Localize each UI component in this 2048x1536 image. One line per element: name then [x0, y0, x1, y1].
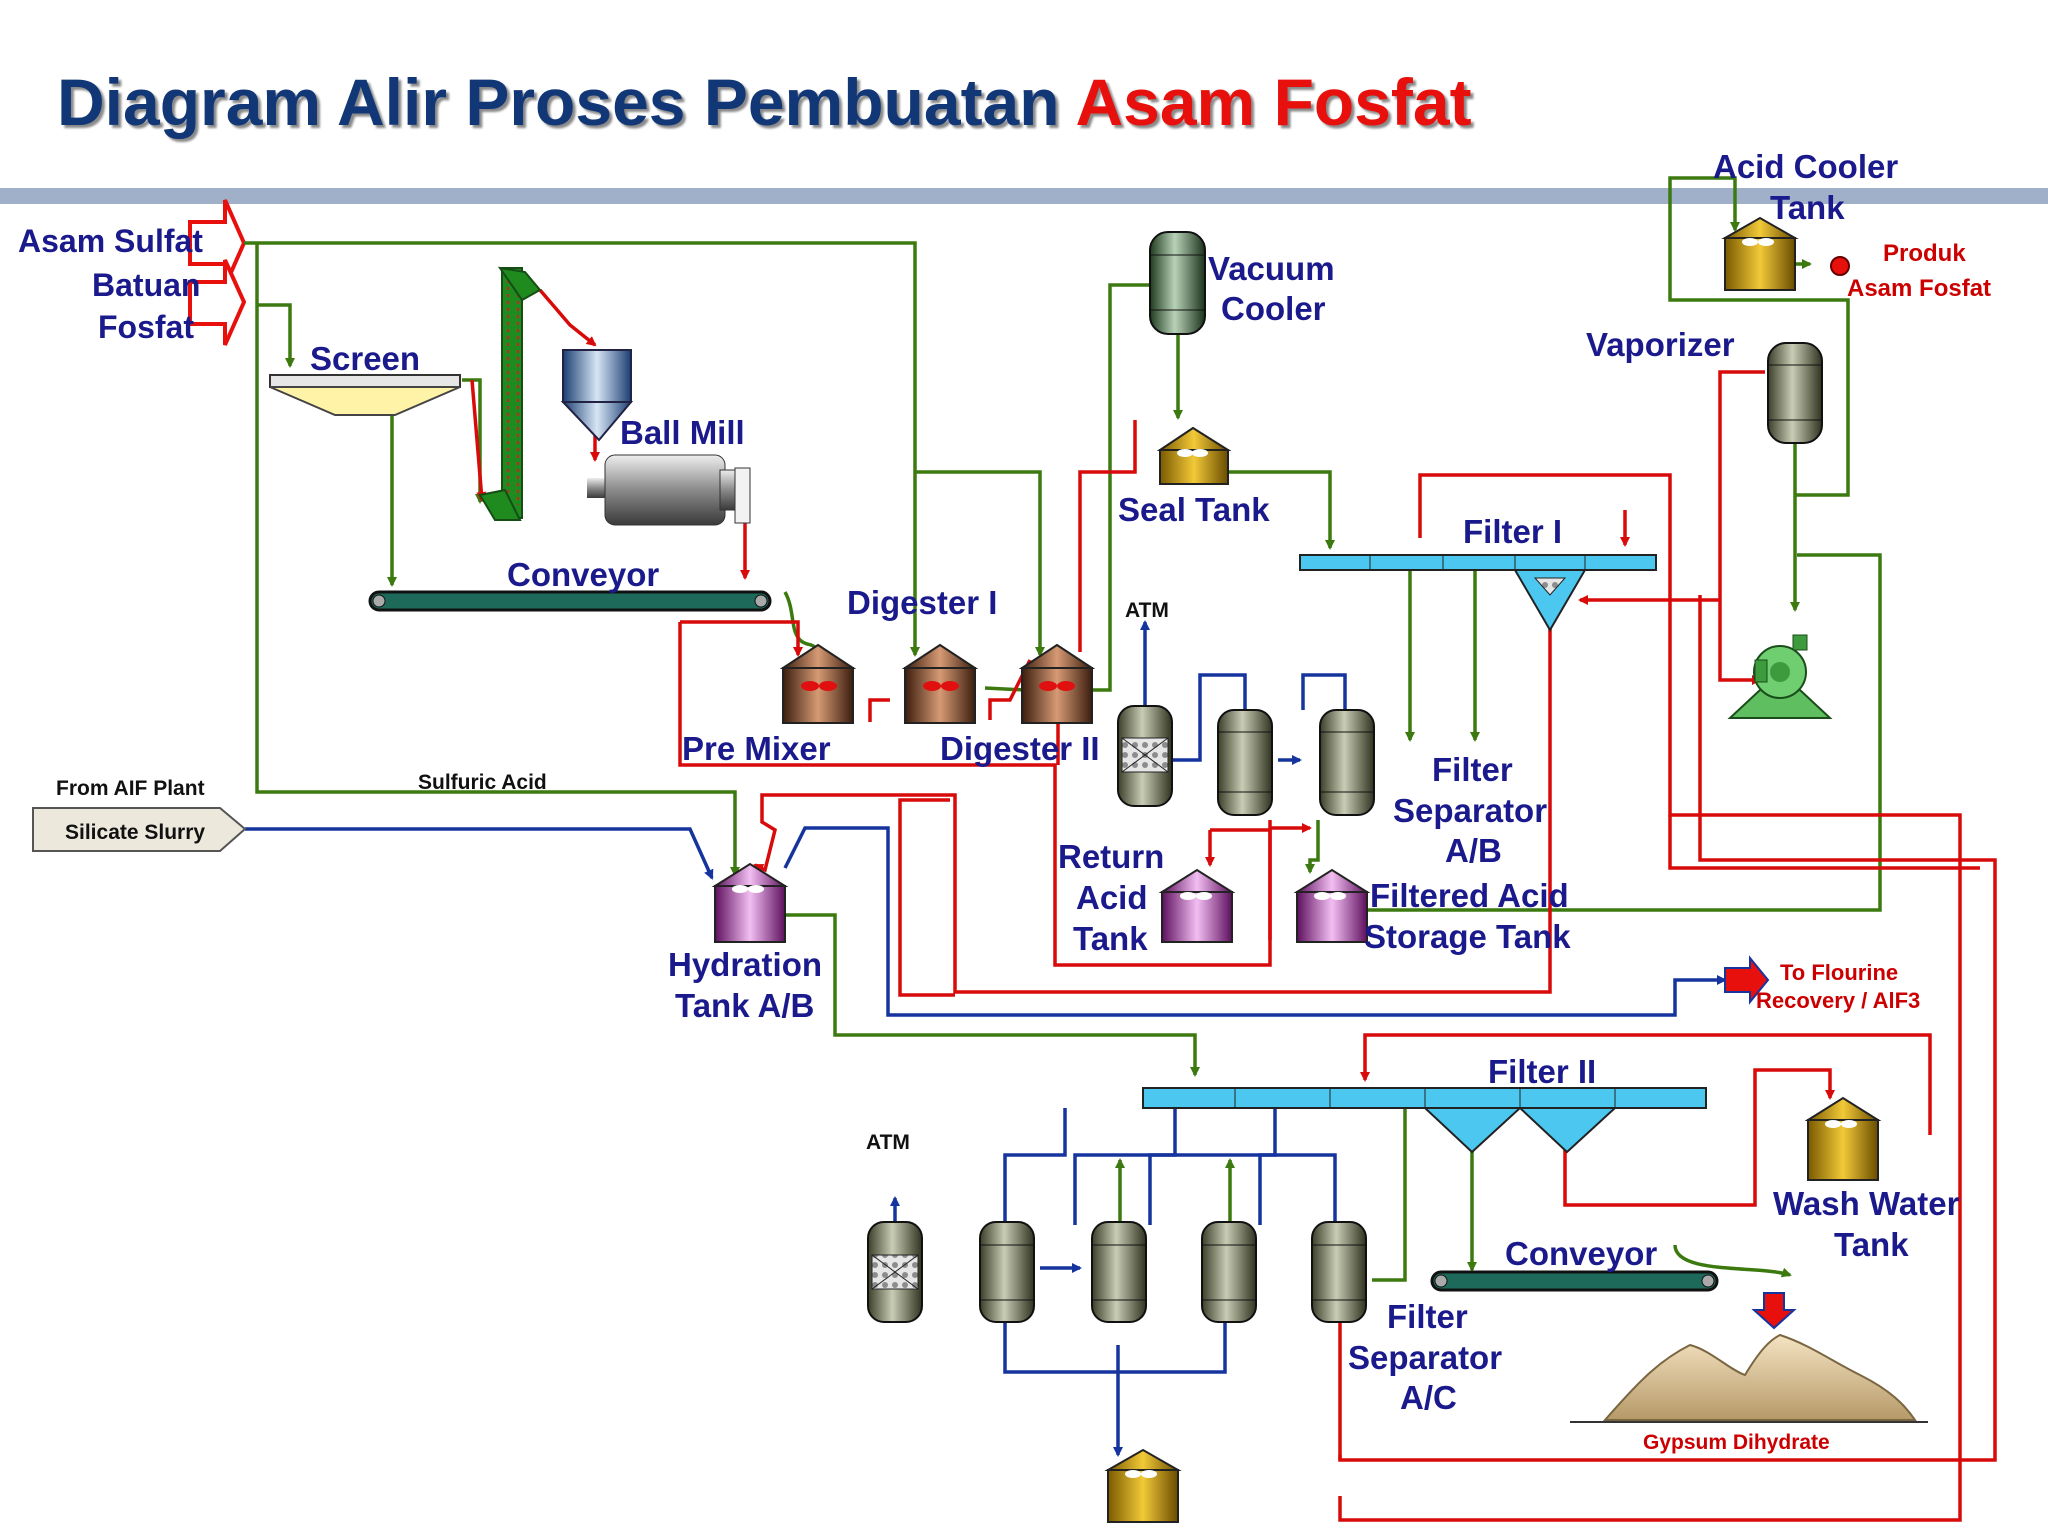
label-fosfat: Fosfat [98, 309, 194, 345]
scrubber-atm-top [1117, 705, 1173, 807]
filtered-acid-storage-tank-vessel [1293, 868, 1371, 943]
filter-1-belt [1299, 554, 1657, 632]
label-seal-tank: Seal Tank [1118, 491, 1270, 528]
label-hydration-2: Tank A/B [675, 987, 814, 1024]
label-filtered-acid-2: Storage Tank [1364, 918, 1571, 955]
filter-2-belt [1142, 1087, 1707, 1154]
label-batuan: Batuan [92, 267, 200, 303]
label-filter-sep-ac-3: A/C [1400, 1379, 1457, 1416]
separator-vessel-6 [1311, 1221, 1367, 1323]
label-flourine-2: Recovery / AlF3 [1756, 988, 1920, 1013]
label-wash-water-2: Tank [1834, 1226, 1909, 1263]
bottom-collector-tank [1104, 1448, 1182, 1523]
scrubber-atm-bottom [867, 1221, 923, 1323]
separator-vessel-2 [1319, 709, 1375, 816]
label-from-aif: From AIF Plant [56, 777, 205, 800]
page-title: Diagram Alir Proses Pembuatan Asam Fosfa… [57, 64, 1472, 140]
silicate-slurry-inlet-arrow [32, 807, 247, 852]
pre-mixer-vessel [779, 643, 857, 724]
title-highlight: Asam Fosfat [1075, 65, 1472, 139]
label-acid-cooler-1: Acid Cooler [1713, 148, 1898, 185]
label-filter-1: Filter I [1463, 513, 1562, 550]
label-digester-1: Digester I [847, 584, 997, 621]
seal-tank-vessel [1156, 426, 1232, 485]
label-filter-sep-ab-1: Filter [1432, 751, 1513, 788]
vacuum-cooler-vessel [1149, 231, 1206, 335]
label-acid-cooler-2: Tank [1770, 189, 1845, 226]
label-filter-sep-ac-1: Filter [1387, 1298, 1468, 1335]
ball-mill-hopper [560, 349, 634, 442]
label-return-acid-3: Tank [1073, 920, 1148, 957]
ball-mill [587, 454, 751, 526]
produk-outlet-dot [1830, 256, 1850, 276]
separator-vessel-1 [1217, 709, 1273, 816]
batuan-fosfat-inlet-arrow [188, 259, 247, 346]
gypsum-drop-arrow [1751, 1292, 1797, 1330]
label-conveyor-top: Conveyor [507, 556, 659, 593]
label-conveyor-bottom: Conveyor [1505, 1235, 1657, 1272]
separator-vessel-3 [979, 1221, 1035, 1323]
title-main: Diagram Alir Proses Pembuatan [57, 65, 1076, 139]
label-hydration-1: Hydration [668, 946, 822, 983]
label-gypsum: Gypsum Dihydrate [1643, 1431, 1830, 1454]
digester-2-vessel [1018, 643, 1096, 724]
red-process-lines [470, 288, 1997, 1522]
label-filter-sep-ab-2: Separator [1393, 792, 1547, 829]
label-screen: Screen [310, 340, 420, 377]
label-return-acid-2: Acid [1076, 879, 1148, 916]
label-silicate-slurry: Silicate Slurry [65, 821, 205, 844]
label-vacuum-cooler-1: Vacuum [1208, 250, 1335, 287]
vaporizer-vessel [1767, 342, 1823, 444]
separator-vessel-4 [1091, 1221, 1147, 1323]
gypsum-pile [1570, 1333, 1928, 1423]
label-filter-2: Filter II [1488, 1053, 1596, 1090]
label-vaporizer: Vaporizer [1586, 326, 1735, 363]
green-process-lines [244, 176, 1882, 1282]
label-sulfuric-acid: Sulfuric Acid [418, 771, 547, 794]
label-digester-2: Digester II [940, 730, 1100, 767]
title-divider [0, 188, 2048, 204]
wash-water-tank-vessel [1804, 1096, 1882, 1181]
pump [1727, 634, 1833, 719]
digester-1-vessel [901, 643, 979, 724]
label-wash-water-1: Wash Water [1773, 1185, 1960, 1222]
acid-cooler-tank-vessel [1721, 216, 1799, 291]
label-atm-bottom: ATM [866, 1131, 910, 1154]
label-filtered-acid-1: Filtered Acid [1370, 877, 1569, 914]
label-filter-sep-ab-3: A/B [1445, 832, 1502, 869]
label-vacuum-cooler-2: Cooler [1221, 290, 1326, 327]
label-produk-1: Produk [1883, 240, 1966, 267]
hydration-tank-vessel [711, 862, 789, 943]
label-atm-top: ATM [1125, 599, 1169, 622]
diagram-labels: Asam Sulfat Batuan Fosfat Screen Ball Mi… [18, 148, 1991, 1454]
conveyor-top [368, 590, 772, 612]
label-asam-sulfat: Asam Sulfat [18, 223, 203, 259]
label-produk-2: Asam Fosfat [1847, 275, 1991, 302]
flourine-outlet-arrow [1724, 955, 1770, 1005]
return-acid-tank-vessel [1158, 868, 1236, 943]
conveyor-bottom [1430, 1270, 1719, 1292]
label-pre-mixer: Pre Mixer [682, 730, 831, 767]
asam-sulfat-inlet-arrow [188, 199, 247, 287]
label-return-acid-1: Return [1058, 838, 1164, 875]
label-filter-sep-ac-2: Separator [1348, 1339, 1502, 1376]
screen-equipment [269, 374, 461, 416]
bucket-elevator [478, 266, 542, 521]
label-ball-mill: Ball Mill [620, 414, 745, 451]
label-flourine-1: To Flourine [1780, 960, 1898, 985]
separator-vessel-5 [1201, 1221, 1257, 1323]
